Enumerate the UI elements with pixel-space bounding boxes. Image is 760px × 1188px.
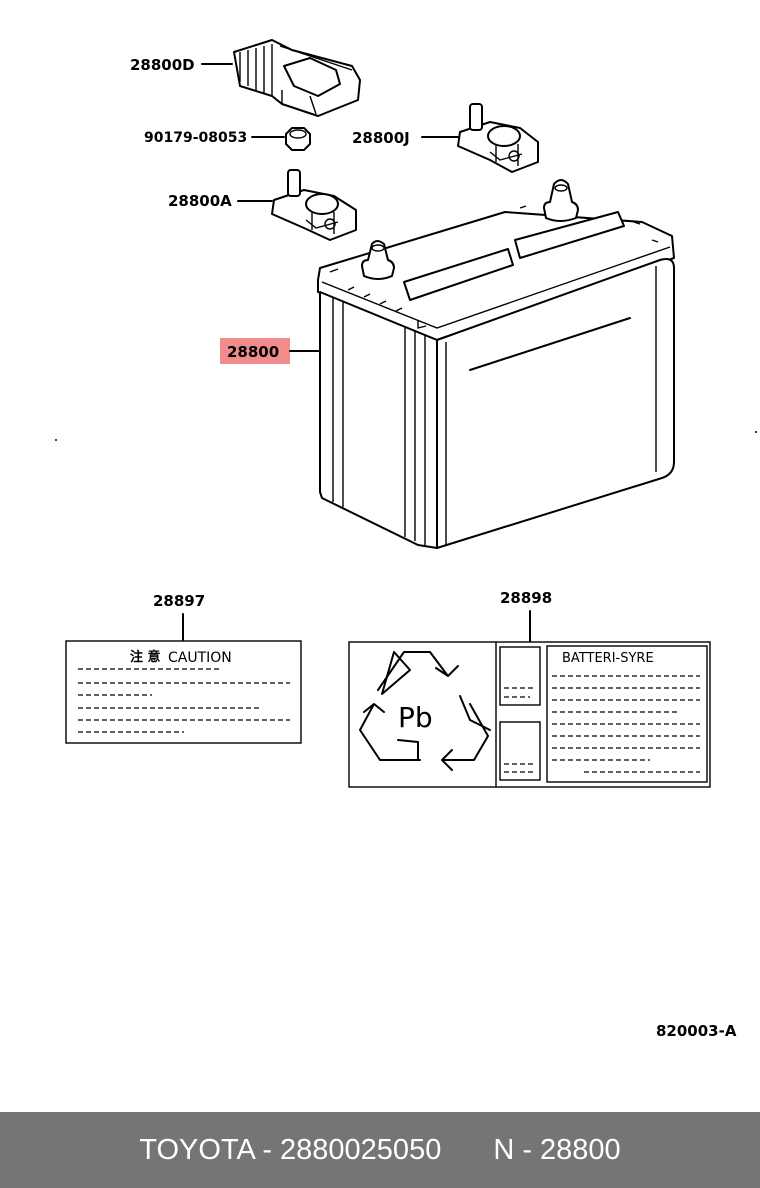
- diagram-code: 820003-A: [656, 1022, 737, 1040]
- footer-name-reference: N - 28800: [493, 1133, 621, 1166]
- callout-28800a[interactable]: 28800A: [168, 192, 232, 210]
- callout-28897[interactable]: 28897: [153, 592, 205, 610]
- battery-drawing[interactable]: [317, 179, 675, 549]
- callout-28800d[interactable]: 28800D: [130, 56, 195, 74]
- callout-28898[interactable]: 28898: [500, 589, 552, 607]
- caution-kanji: 注 意: [130, 649, 161, 665]
- footer-part-reference: TOYOTA - 2880025050: [139, 1133, 442, 1166]
- recycle-label-drawing[interactable]: Pb BATTERI-SYRE: [348, 641, 711, 788]
- footer-bar: TOYOTA - 2880025050 N - 28800: [0, 1112, 760, 1188]
- recycle-title: BATTERI-SYRE: [562, 651, 654, 666]
- nut-drawing[interactable]: [285, 127, 311, 151]
- callout-28800[interactable]: 28800: [227, 343, 279, 361]
- terminal-cover-drawing[interactable]: [233, 39, 361, 117]
- stray-dot-right: [755, 431, 757, 433]
- terminal-a-drawing[interactable]: [271, 169, 357, 241]
- callout-90179-08053[interactable]: 90179-08053: [144, 130, 247, 146]
- recycle-icon: [359, 651, 491, 771]
- caution-title: CAUTION: [168, 650, 232, 666]
- callout-28800j[interactable]: 28800J: [352, 129, 410, 147]
- caution-label-drawing[interactable]: 注 意 CAUTION: [65, 640, 302, 744]
- stray-dot-left: [55, 439, 57, 441]
- parts-diagram: 28800D 90179-08053 28800J 28800A 28800 2…: [55, 39, 757, 1040]
- terminal-j-drawing[interactable]: [457, 103, 539, 173]
- lead-symbol: Pb: [398, 701, 433, 734]
- battery-callout-highlight: [220, 338, 290, 364]
